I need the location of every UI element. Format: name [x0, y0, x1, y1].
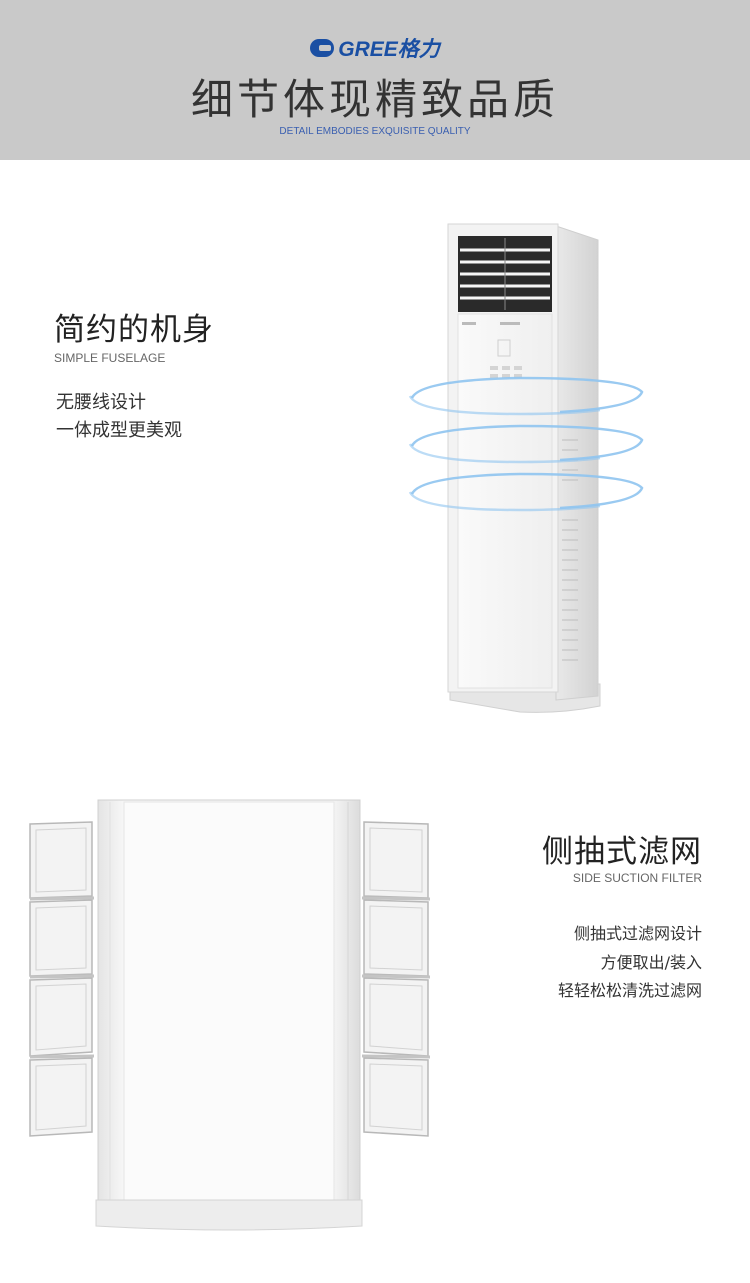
standing-ac-unit-image	[408, 223, 644, 713]
section-filter-line-2: 方便取出/装入	[600, 953, 702, 972]
page-subtitle: DETAIL EMBODIES EXQUISITE QUALITY	[279, 126, 471, 137]
section-filter-subtitle: SIDE SUCTION FILTER	[572, 871, 702, 885]
side-filter-image	[29, 799, 431, 1231]
brand-logo-text: GREE格力	[338, 38, 440, 61]
brand-logo: GREE格力	[0, 33, 750, 63]
header-banner: GREE格力 细节体现精致品质 DETAIL EMBODIES EXQUISIT…	[0, 0, 750, 160]
section-fuselage-line-2: 一体成型更美观	[56, 420, 182, 441]
section-filter-line-3: 轻轻松松清洗过滤网	[557, 981, 702, 1000]
section-filter-line-1: 侧抽式过滤网设计	[573, 924, 702, 943]
section-fuselage-subtitle: SIMPLE FUSELAGE	[54, 351, 166, 365]
section-fuselage-title: 简约的机身	[54, 312, 214, 348]
gree-logo-icon	[310, 39, 335, 57]
section-fuselage-line-1: 无腰线设计	[56, 392, 146, 413]
section-filter-title: 侧抽式滤网	[542, 834, 702, 870]
page-title: 细节体现精致品质	[190, 75, 559, 124]
